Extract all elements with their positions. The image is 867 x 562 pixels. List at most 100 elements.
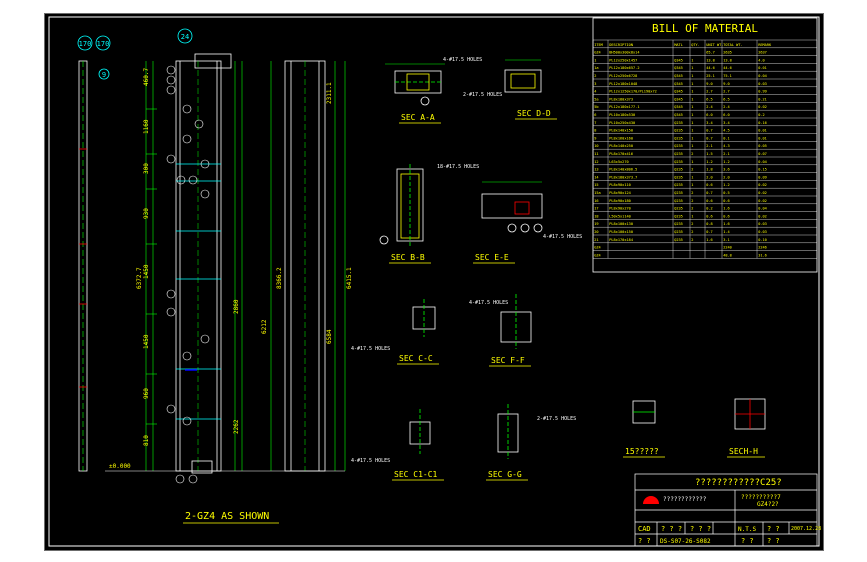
bom-cell: 6.5 xyxy=(723,97,730,101)
bom-cell: 9.0 xyxy=(706,82,713,86)
dim-inner-2: 2262 xyxy=(233,419,240,434)
bom-grid xyxy=(592,39,818,259)
bom-cell: 2.1 xyxy=(706,144,713,148)
tag-text-4: 9 xyxy=(102,71,106,79)
cad-drawing-canvas[interactable]: 460.7 1160 300 930 1450 1450 960 810 637… xyxy=(45,14,823,550)
cell-6: ? ? xyxy=(767,537,780,545)
bom-cell: 2.7 xyxy=(723,90,730,94)
bom-cell: BH500x300x8x14 xyxy=(609,51,639,55)
bom-cell: GZ4 xyxy=(594,51,601,55)
bom-cell: 0.02 xyxy=(758,191,767,195)
bom-cell: 6.0 xyxy=(706,113,713,117)
bom-cell: 2.4 xyxy=(706,105,713,109)
bom-cell: 1 xyxy=(691,66,693,70)
bom-cell: PL8x170x184 xyxy=(609,238,633,242)
label-sec-c-c: SEC C-C xyxy=(399,354,433,363)
tag-text-2: 170 xyxy=(97,40,110,48)
bom-cell: 1 xyxy=(691,175,693,179)
bom-cell: PL8x170x416 xyxy=(609,152,633,156)
project-name: ????????????C25? xyxy=(695,478,782,488)
bom-cell: PL8x90x110 xyxy=(609,183,631,187)
bom-cell: L63x5x270 xyxy=(609,160,628,164)
dim-8: 810 xyxy=(143,435,150,446)
bom-cell: Q235 xyxy=(674,207,683,211)
bom-cell: 4.3 xyxy=(723,144,730,148)
bom-cell: 0.7 xyxy=(706,136,713,140)
bom-header-cell: QTY. xyxy=(691,43,700,47)
bom-cell: 21 xyxy=(594,238,598,242)
bom-cell: 1.2 xyxy=(723,183,730,187)
bom-cell: Q235 xyxy=(674,175,683,179)
bom-cell: 2637 xyxy=(758,51,767,55)
bom-cell: 6.5 xyxy=(706,97,713,101)
bom-cell: 2 xyxy=(691,222,693,226)
bom-cell: 10 xyxy=(594,144,598,148)
bom-cell: 1 xyxy=(691,136,693,140)
bom-cell: 17 xyxy=(594,207,598,211)
cad-label: CAD xyxy=(638,525,651,533)
bom-cell: GZ4 xyxy=(594,253,601,257)
column-tags xyxy=(77,28,193,80)
bom-cell: 2 xyxy=(691,230,693,234)
dim-total-2: 8366.2 xyxy=(276,267,283,289)
bom-cell: 0.02 xyxy=(758,105,767,109)
bom-cell: 0.5 xyxy=(723,191,730,195)
bom-cell: PL8x140x806.5 xyxy=(609,168,637,172)
cell-4: ? ? xyxy=(767,525,780,533)
bom-cell: L50x5x1140 xyxy=(609,214,631,218)
elevation-views xyxy=(78,53,346,474)
drawing-name: ??????????7 xyxy=(741,494,781,501)
bom-header-cell: ITEM xyxy=(594,43,603,47)
bom-cell: 3 xyxy=(594,82,596,86)
label-sec-a-a: SEC A-A xyxy=(401,113,435,122)
company-name: ???????????? xyxy=(663,496,707,503)
bom-cell: Q345 xyxy=(674,97,683,101)
bom-cell: 15a xyxy=(594,191,601,195)
bom-cell: 1 xyxy=(691,160,693,164)
hole-note-g: 2-#17.5 HOLES xyxy=(537,416,576,422)
bom-cell: 0.01 xyxy=(758,136,767,140)
bom-cell: 0.02 xyxy=(758,214,767,218)
bom-cell: 3.6 xyxy=(723,168,730,172)
bom-cell: 2.0 xyxy=(723,175,730,179)
bom-cell: 1.5 xyxy=(706,152,713,156)
bom-cell: 0.07 xyxy=(758,152,767,156)
label-sec-h-h: SECH-H xyxy=(729,447,758,456)
bom-cell: Q235 xyxy=(674,129,683,133)
side-elevation xyxy=(78,60,88,472)
label-sec-c1-c1: SEC C1-C1 xyxy=(394,470,438,479)
bom-cell: Q345 xyxy=(674,113,683,117)
bom-cell: PL8x90x124 xyxy=(609,191,631,195)
hole-note-b: 18-#17.5 HOLES xyxy=(437,164,479,170)
bom-cell: 5a xyxy=(594,97,598,101)
bom-cell: PL12x180x1048 xyxy=(609,82,637,86)
bom-cell: Q235 xyxy=(674,230,683,234)
bom-cell: Q235 xyxy=(674,214,683,218)
bom-cell: 3.1 xyxy=(723,238,730,242)
bom-cell: PL12x1250x170/PL190x72 xyxy=(609,90,657,94)
bom-cell: 1 xyxy=(594,58,596,62)
bom-cell: 1 xyxy=(691,97,693,101)
bom-cell: 0.7 xyxy=(706,191,713,195)
section-details xyxy=(379,59,766,459)
bom-cell: 0.01 xyxy=(758,129,767,133)
bom-cell: 44.6 xyxy=(706,66,715,70)
bom-cell: 1 xyxy=(691,58,693,62)
bom-cell: PL8x90x270 xyxy=(609,207,631,211)
tag-text-3: 24 xyxy=(181,33,189,41)
label-sec-f-f: SEC F-F xyxy=(491,356,525,365)
drawing-subtitle: GZ4?2? xyxy=(757,501,779,508)
ground-level: ±0.000 xyxy=(109,463,131,470)
label-sec-g-g: SEC G-G xyxy=(488,470,522,479)
bom-cell: 13 xyxy=(594,168,598,172)
dim-right-top: 2311.1 xyxy=(326,82,333,104)
bom-cell: PL12x250x6728 xyxy=(609,74,637,78)
bom-cell: Q235 xyxy=(674,183,683,187)
bom-cell: PL8x100x130 xyxy=(609,222,633,226)
bom-cell: PL10x250x430 xyxy=(609,121,635,125)
bom-cell: 0.02 xyxy=(758,199,767,203)
bom-cell: PL12x180x657.2 xyxy=(609,66,639,70)
bom-cell: 0.6 xyxy=(706,199,713,203)
inner-border xyxy=(48,16,820,547)
